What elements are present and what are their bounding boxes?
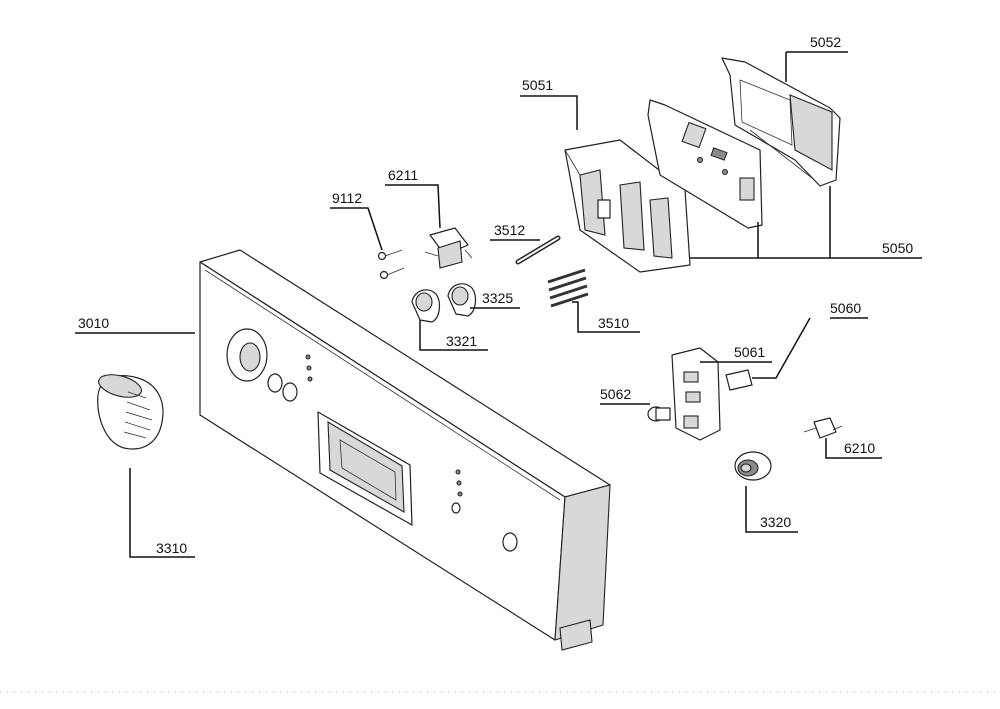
- label-5060: 5060: [830, 300, 861, 316]
- button-3321: [411, 289, 441, 323]
- label-3310: 3310: [156, 540, 187, 556]
- switch-assembly-5061: [671, 347, 721, 441]
- control-panel-3010: [199, 249, 611, 651]
- label-3320: 3320: [760, 514, 791, 530]
- cover-5052: [721, 57, 841, 187]
- label-5062: 5062: [600, 386, 631, 402]
- label-3512: 3512: [494, 222, 525, 238]
- label-3321: 3321: [446, 333, 477, 349]
- push-button-5062: [647, 406, 671, 422]
- housing-5051: [564, 139, 691, 273]
- circuit-board: [647, 99, 763, 229]
- label-3325: 3325: [482, 290, 513, 306]
- label-3010: 3010: [78, 315, 109, 331]
- program-knob-3310: [97, 374, 164, 450]
- switch-6211: [424, 227, 473, 269]
- label-9112: 9112: [332, 190, 362, 206]
- knob-3320: [734, 451, 772, 481]
- connector-5060: [725, 369, 753, 391]
- rod-3512: [515, 235, 561, 265]
- screws-9112: [377, 249, 405, 280]
- label-5050: 5050: [882, 240, 913, 256]
- switch-6210: [803, 417, 843, 439]
- leader-lines: [75, 51, 922, 558]
- part-labels: 3010 3310 9112 6211 3512 3325 3321 3510 …: [78, 34, 913, 556]
- label-5051: 5051: [522, 77, 553, 93]
- label-3510: 3510: [598, 315, 629, 331]
- label-6211: 6211: [388, 167, 418, 183]
- label-5061: 5061: [734, 344, 765, 360]
- light-guides-3510: [547, 268, 589, 308]
- label-5052: 5052: [810, 34, 841, 50]
- button-3325: [447, 283, 477, 317]
- label-6210: 6210: [844, 440, 875, 456]
